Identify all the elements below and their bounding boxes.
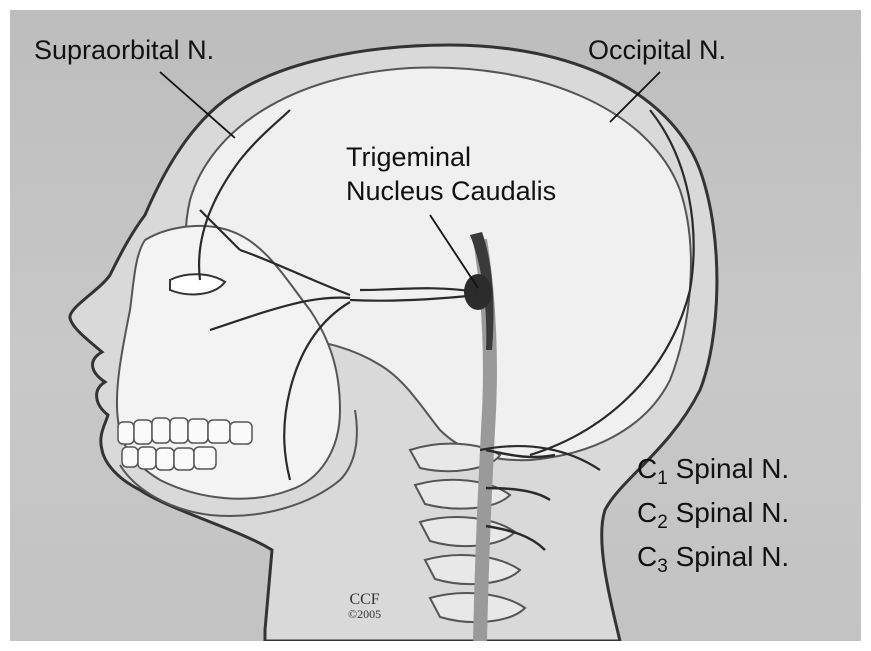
c2-subscript: 2 xyxy=(657,512,668,533)
c3-prefix: C xyxy=(637,541,658,572)
supraorbital-leader xyxy=(159,71,236,139)
ccf-credit: CCF ©2005 xyxy=(348,591,382,621)
occipital-nerve xyxy=(479,109,695,471)
c2-spinal-nerve-label: C2 Spinal N. xyxy=(637,497,789,534)
teeth xyxy=(117,417,253,471)
trigeminal-nerve xyxy=(199,209,479,481)
c2-prefix: C xyxy=(637,497,658,528)
c3-spinal-nerve-label: C3 Spinal N. xyxy=(637,541,789,578)
anatomy-drawing xyxy=(68,43,719,641)
c3-suffix: Spinal N. xyxy=(667,541,790,572)
ccf-mark: CCF xyxy=(349,591,380,608)
supraorbital-nerve-label: Supraorbital N. xyxy=(34,35,215,65)
trigeminal-label-line2: Nucleus Caudalis xyxy=(346,176,557,206)
mandible xyxy=(119,409,358,517)
ccf-copyright: ©2005 xyxy=(348,607,382,621)
head-nerve-illustration: Supraorbital N. Occipital N. Trigeminal … xyxy=(10,10,861,641)
c1-spinal-nerve-label: C1 Spinal N. xyxy=(637,453,789,490)
trigeminal-nucleus-label: Trigeminal Nucleus Caudalis xyxy=(346,140,556,208)
c1-suffix: Spinal N. xyxy=(667,453,790,484)
c1-prefix: C xyxy=(637,453,658,484)
spinal-nerve-roots xyxy=(485,448,556,551)
trigeminal-nucleus xyxy=(470,232,494,350)
occipital-nerve-label: Occipital N. xyxy=(588,35,727,65)
trigeminal-label-line1: Trigeminal xyxy=(346,142,472,172)
eye xyxy=(169,273,227,296)
c1-subscript: 1 xyxy=(657,468,668,489)
c2-suffix: Spinal N. xyxy=(667,497,790,528)
supraorbital-nerve xyxy=(198,109,291,281)
c3-subscript: 3 xyxy=(657,556,668,577)
trigeminal-leader xyxy=(429,214,479,289)
occipital-leader xyxy=(609,71,661,123)
